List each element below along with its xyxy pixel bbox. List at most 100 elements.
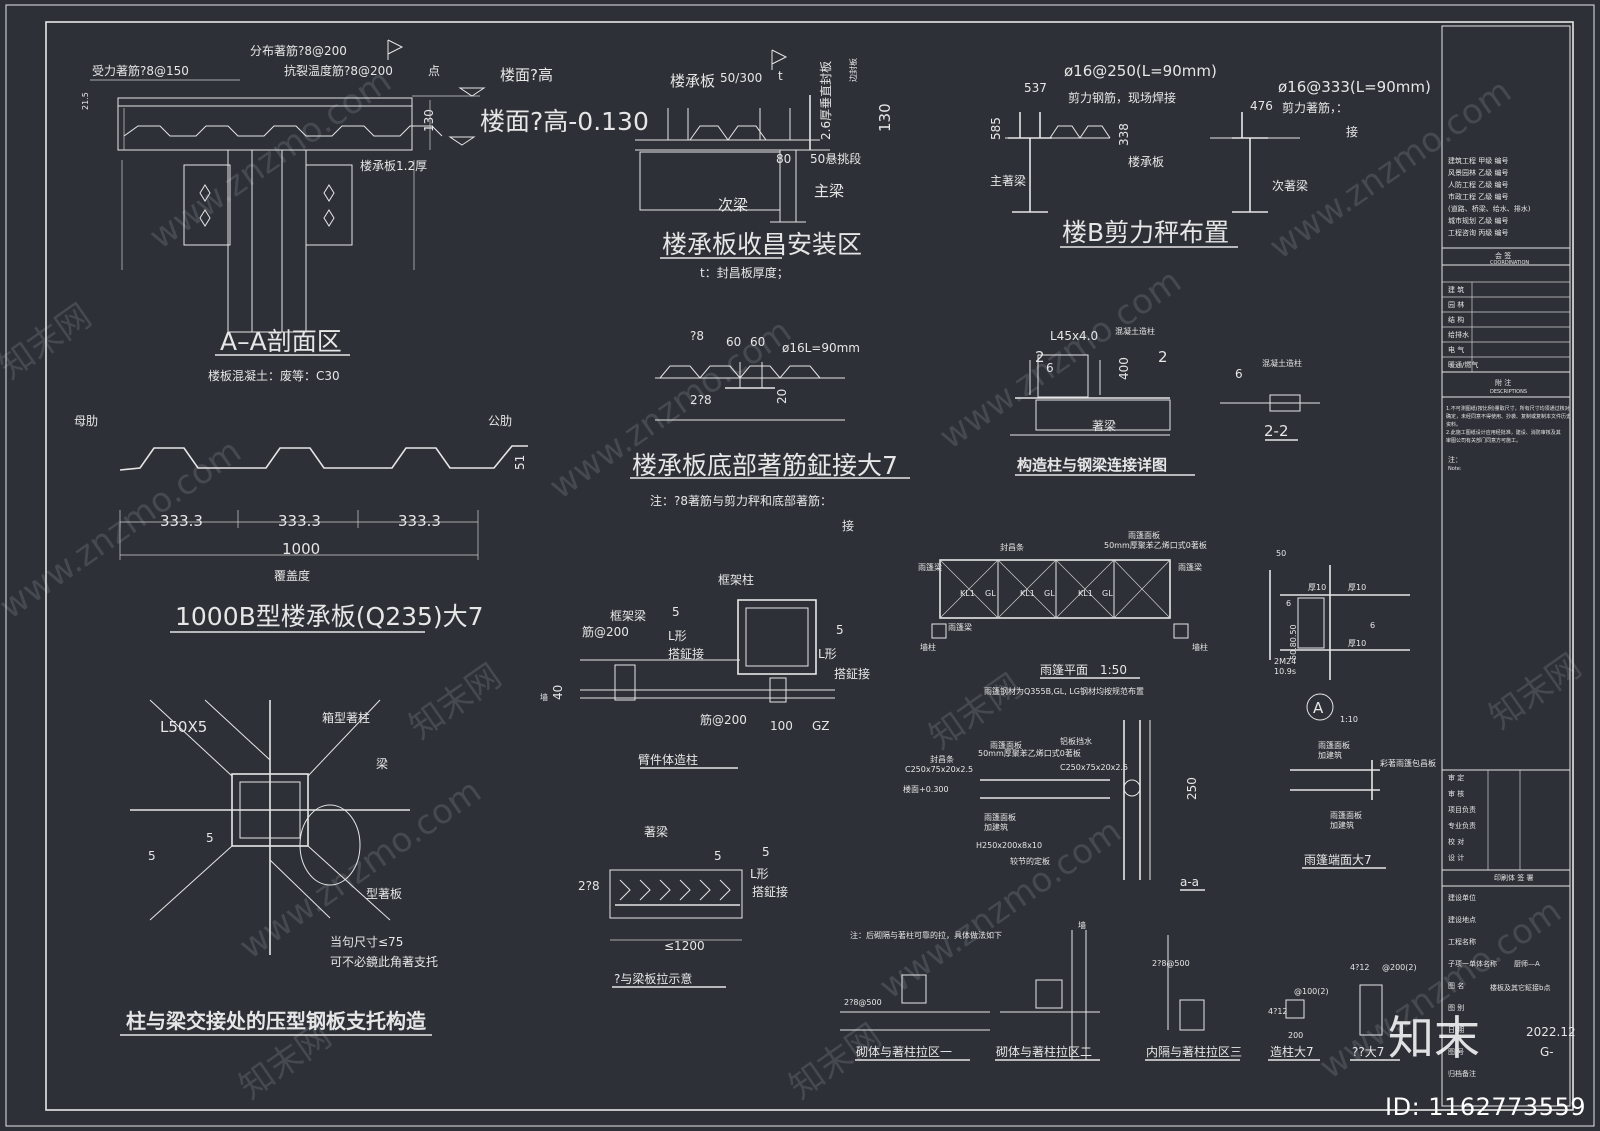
beam-label: 著梁 — [644, 824, 668, 839]
part-label: 50mm厚聚苯乙烯口式0著板 — [1104, 540, 1207, 550]
dim-label: 20 — [775, 389, 789, 404]
section-note: 注：后砌隔与著柱可靠的拉，具体做法如下 — [850, 930, 1002, 940]
weld-label: 5 — [762, 845, 770, 859]
beam-label: 次著梁 — [1272, 178, 1308, 193]
plate-label: 厚10 — [1348, 583, 1366, 592]
weld-label: 6 — [1235, 367, 1243, 381]
wall-label: 墙 — [1078, 920, 1086, 930]
beam-label: 次梁 — [718, 196, 748, 214]
section-title: ?与梁板拉示意 — [614, 971, 692, 986]
watermark-text: www.znzmo.com — [0, 431, 249, 627]
drawing-date: 2022.12 — [1526, 1025, 1576, 1039]
dim-label: 476 — [1250, 99, 1273, 113]
part-label: KL1 — [960, 589, 975, 598]
coord-row: 电 气 — [1448, 345, 1464, 354]
dim-label: 50 — [1276, 549, 1286, 558]
angle-label: L45x4.0 — [1050, 329, 1098, 343]
dim-label: 333.3 — [278, 512, 321, 530]
section-box: 臂件体造柱 框架柱 框架梁 5 L形 5 L形 搭鉦接 搭鉦接 筋@200 筋@… — [540, 572, 870, 769]
section-title: 造柱大7 — [1270, 1044, 1314, 1059]
section-title: A–A剖面区 — [220, 327, 342, 356]
deck-label: 楼承板1.2厚 — [360, 158, 427, 173]
rebar-label: 抗裂温度筋?8@200 — [284, 63, 393, 78]
stud-label: ø16@333(L=90mm) — [1278, 78, 1431, 96]
section-title: 臂件体造柱 — [638, 752, 698, 767]
weld-label: 5 — [206, 831, 214, 845]
bolt-label: 2M24 — [1274, 657, 1296, 666]
watermark-text: 知末网 — [0, 296, 99, 387]
part-label: GL — [985, 589, 996, 598]
section-end: 雨篷端面大7 雨篷面板 加建筑 雨篷面板 加建筑 彩著雨篷包昌板 — [1290, 740, 1436, 869]
project-row: 子项一单体名称 — [1448, 959, 1497, 968]
part-label: 雨篷梁 — [918, 562, 942, 572]
rebar-label: 2?8@500 — [1152, 959, 1190, 968]
level-label: 楼面+0.300 — [903, 784, 949, 794]
approve-row: 校 对 — [1448, 837, 1464, 846]
watermark-id: ID: 1162773559 — [1385, 1093, 1586, 1121]
part-label: KL1 — [1020, 589, 1035, 598]
section-title: 楼B剪力秤布置 — [1062, 218, 1229, 247]
section-title: a-a — [1180, 875, 1199, 889]
deck-label: 楼承板 — [1128, 154, 1164, 169]
rebar-label: 4?12 — [1350, 963, 1370, 972]
rebar-label: 筋@200 — [582, 624, 629, 639]
qual-row: 市政工程 乙级 编号 — [1448, 192, 1508, 201]
part-label: 50mm厚聚苯乙烯口式0著板 — [978, 748, 1081, 758]
dim-label: 40 — [551, 685, 565, 700]
part-label: 封昌条 — [930, 754, 954, 764]
part-label: GL — [1044, 589, 1055, 598]
dim-label: 338 — [1117, 123, 1131, 146]
beam-label: 主著梁 — [990, 173, 1026, 188]
note-label: 注： — [1448, 455, 1462, 464]
rebar-label: 分布著筋?8@200 — [250, 43, 347, 58]
project-row: 日 期 — [1448, 1026, 1464, 1034]
weld-label: 5 — [148, 849, 156, 863]
section-joint: A 1:10 50 厚10 厚10 厚10 6 6 2M24 10.9s 50.… — [1269, 549, 1410, 724]
approve-row: 专业负责 — [1448, 821, 1476, 830]
dim-label: 200 — [1288, 1031, 1303, 1040]
section-edge: 楼承板收昌安装区 t：封昌板厚度； 楼承板 50/300 t 2.6厚垂直封板 … — [635, 49, 894, 280]
desc-title: 附 注 — [1495, 378, 1511, 387]
level-label: 楼面?高-0.130 — [480, 107, 649, 136]
beam-label: 著梁 — [1092, 418, 1116, 433]
dim-label: 100 — [770, 719, 793, 733]
section-title: 雨篷端面大7 — [1304, 852, 1372, 867]
weld-label: 6 — [1046, 361, 1054, 375]
detail-bubble: A — [1313, 699, 1324, 717]
weld-label: 6 — [1370, 621, 1375, 630]
title-block: 建筑工程 甲级 编号 风景园林 乙级 编号 人防工程 乙级 编号 市政工程 乙级… — [1441, 25, 1576, 1107]
beam-label: 梁 — [376, 756, 388, 771]
drawing-number: G- — [1540, 1045, 1554, 1059]
project-row: 归档备注 — [1448, 1069, 1476, 1078]
note-sub: Note: — [1448, 466, 1462, 472]
part-label: C250x75x20x2.5 — [1060, 763, 1128, 772]
part-label: 彩著雨篷包昌板 — [1380, 758, 1436, 768]
dim-label: 50悬挑段 — [810, 151, 861, 166]
part-label: 较节的定板 — [1010, 856, 1050, 866]
project-row: 图 别 — [1448, 1003, 1464, 1012]
watermark-text: 知末网 — [402, 656, 508, 747]
section-bottom: 楼承板底部著筋鉦接大7 注：?8著筋与剪力秤和底部著筋： 接 ?8 60 60 … — [630, 329, 910, 533]
approve-row: 审 核 — [1448, 789, 1464, 798]
subproject-name: 厨师—A — [1514, 959, 1540, 968]
angle-label: L50X5 — [160, 718, 207, 736]
dim-label: 1000 — [282, 540, 320, 558]
inner-border — [45, 21, 1574, 1111]
column-label: 混凝土造柱 — [1262, 358, 1302, 368]
desc-line: 确定，未经同意不得使用、抄袭、复制或复制本文件历史 — [1446, 413, 1571, 420]
weld-label: L形 — [668, 629, 687, 643]
dim-label: 250 — [1185, 777, 1199, 800]
deck-label: 楼承板 — [670, 72, 715, 90]
section-aa: A–A剖面区 楼板混凝土：废等：C30 受力著筋?8@150 分布著筋?8@20… — [81, 39, 649, 383]
section-title: 楼承板底部著筋鉦接大7 — [632, 451, 898, 480]
stud-label: ø16L=90mm — [782, 341, 860, 355]
part-label: 雨篷面板 — [1128, 530, 1160, 540]
part-label: 墙柱 — [920, 642, 936, 652]
section-scale: 1:10 — [1340, 715, 1358, 724]
section-title: 构造柱与钢梁连接详图 — [1017, 456, 1167, 474]
section-scale: 1:50 — [1100, 663, 1127, 677]
section-title: 砌体与著柱拉区一 — [856, 1044, 952, 1059]
dim-label: 51 — [513, 455, 527, 470]
level-label: 楼面?高 — [500, 66, 553, 84]
part-label: GL — [1102, 589, 1113, 598]
